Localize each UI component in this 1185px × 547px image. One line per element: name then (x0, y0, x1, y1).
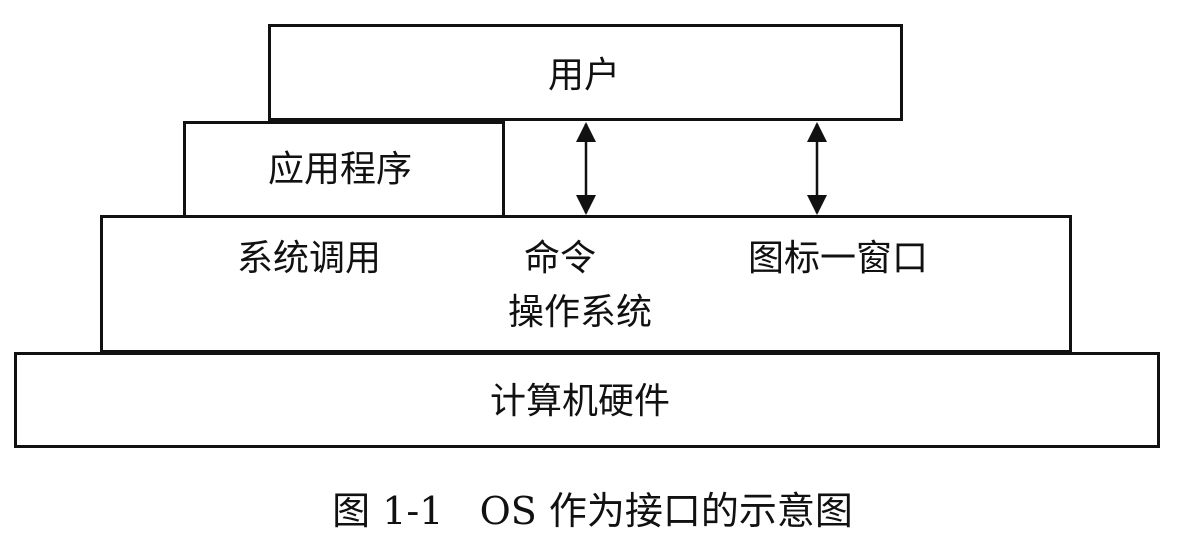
user-label: 用户 (548, 55, 621, 96)
system-call-label: 系统调用 (237, 238, 382, 279)
os-name-label: 操作系统 (508, 292, 653, 333)
figure-caption: 图 1-1 OS 作为接口的示意图 (332, 489, 853, 533)
command-label: 命令 (524, 238, 597, 279)
os-layer-box (100, 215, 1072, 353)
user-layer-box (268, 24, 903, 121)
icon-window-label: 图标一窗口 (748, 238, 929, 279)
application-label: 应用程序 (268, 149, 413, 190)
hardware-layer-box (14, 352, 1160, 448)
hardware-label: 计算机硬件 (490, 381, 671, 422)
